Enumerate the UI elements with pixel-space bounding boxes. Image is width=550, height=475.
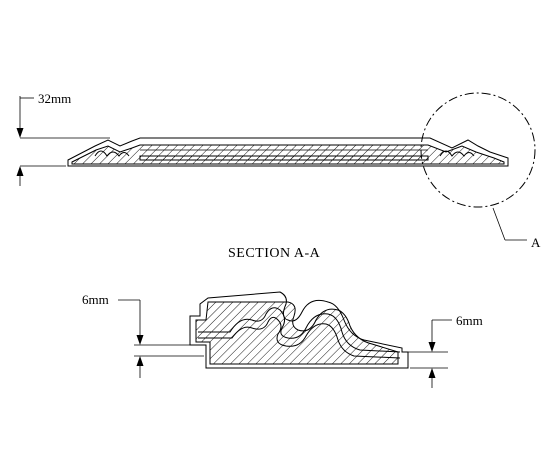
section-detail-enlarged <box>189 291 409 369</box>
dimension-label-32mm: 32mm <box>38 91 71 106</box>
dimension-6mm-left: 6mm <box>82 292 204 378</box>
detail-callout-label: A <box>531 235 541 250</box>
section-caption: SECTION A-A <box>228 246 321 261</box>
dimension-32mm: 32mm <box>16 91 110 186</box>
dimension-6mm-right: 6mm <box>404 313 483 388</box>
detail-callout-a: A <box>420 92 541 250</box>
section-profile-full <box>67 137 509 167</box>
dimension-label-6mm-left: 6mm <box>82 292 109 307</box>
dimension-label-6mm-right: 6mm <box>456 313 483 328</box>
